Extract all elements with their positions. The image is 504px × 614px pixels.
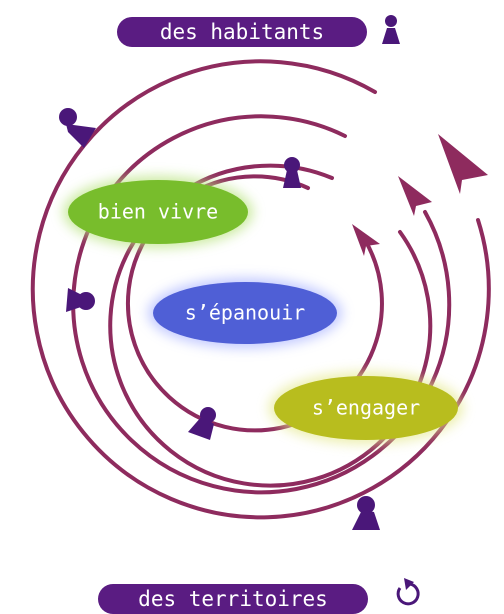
arrowhead-outer bbox=[438, 134, 488, 194]
territoires-label: des territoires bbox=[98, 584, 368, 614]
person-figure-2 bbox=[283, 157, 301, 188]
arrowhead-2 bbox=[398, 176, 432, 216]
person-figure-4 bbox=[188, 407, 216, 440]
cycle-arrow-icon bbox=[396, 578, 420, 606]
person-icon bbox=[382, 15, 400, 44]
habitants-label: des habitants bbox=[117, 17, 367, 47]
bien-vivre-label: bien vivre bbox=[98, 200, 218, 224]
s-engager-label: s’engager bbox=[312, 396, 420, 420]
bubble-s-engager: s’engager bbox=[269, 372, 463, 444]
person-figure-3 bbox=[66, 288, 95, 312]
bubble-s-epanouir: s’épanouir bbox=[148, 278, 342, 348]
bubble-bien-vivre: bien vivre bbox=[63, 176, 253, 248]
s-epanouir-label: s’épanouir bbox=[185, 301, 305, 325]
arrowhead-3 bbox=[352, 224, 380, 256]
ring-2 bbox=[71, 114, 452, 495]
person-figure-1 bbox=[59, 108, 96, 148]
person-figure-5 bbox=[352, 496, 380, 530]
